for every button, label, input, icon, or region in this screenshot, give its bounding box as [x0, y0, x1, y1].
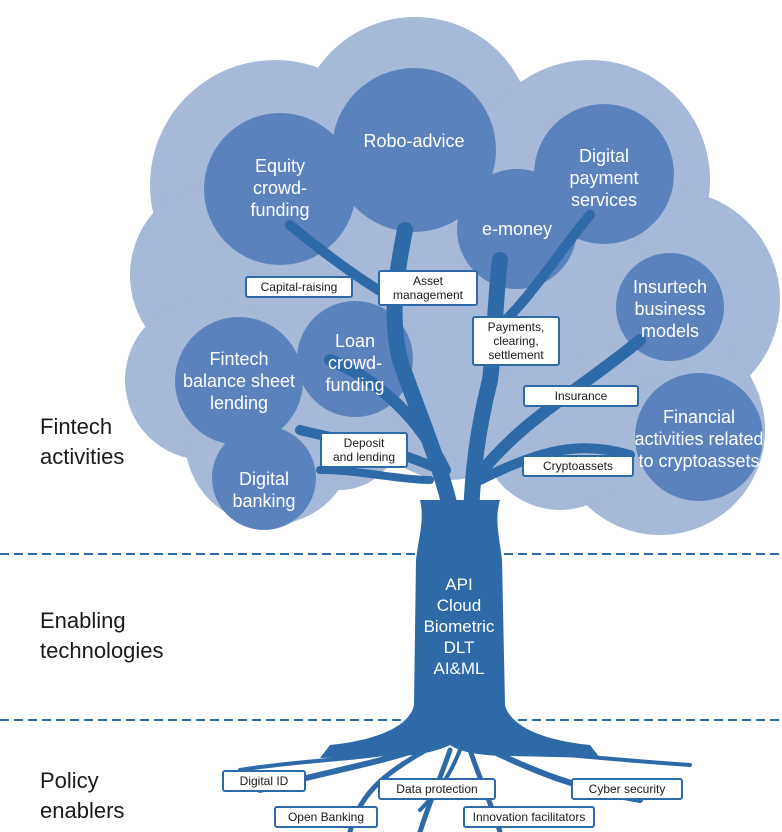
circle-crypto [635, 373, 763, 501]
label-deposit-lending: Deposit and lending [320, 432, 408, 468]
activity-crypto: Financial activities related to cryptoas… [634, 407, 764, 471]
tech-cloud: Cloud [436, 596, 482, 615]
tech-dlt: DLT [443, 638, 475, 657]
section-enabling-technologies: Enabling technologies [40, 608, 164, 663]
label-asset-management: Asset management [378, 270, 478, 306]
circle-equity [204, 113, 356, 265]
label-innovation-facilitators: Innovation facilitators [463, 806, 595, 828]
tech-api: API [445, 575, 473, 594]
tech-biometric: Biometric [423, 617, 495, 636]
section-policy-enablers: Policy enablers [40, 768, 125, 823]
activity-fintech-lending: Fintech balance sheet lending [182, 349, 296, 413]
activity-circles [175, 68, 763, 530]
circle-banking [212, 426, 316, 530]
technologies-list: API Cloud Biometric DLT AI&ML [404, 574, 514, 679]
label-data-protection: Data protection [378, 778, 496, 800]
circle-robo [332, 68, 496, 232]
label-digital-id: Digital ID [222, 770, 306, 792]
label-insurance: Insurance [523, 385, 639, 407]
activity-insurtech: Insurtech business models [632, 277, 708, 341]
activity-robo-advice: Robo-advice [363, 131, 465, 151]
activity-digital-payment-services: Digital payment services [569, 146, 639, 210]
label-cyber-security: Cyber security [571, 778, 683, 800]
activity-digital-banking: Digital banking [232, 469, 296, 511]
section-fintech-activities: Fintech activities [40, 414, 125, 469]
label-payments-clearing: Payments, clearing, settlement [472, 316, 560, 366]
label-open-banking: Open Banking [274, 806, 378, 828]
activity-e-money: e-money [481, 219, 553, 239]
label-cryptoassets: Cryptoassets [522, 455, 634, 477]
label-capital-raising: Capital-raising [245, 276, 353, 298]
activity-loan-crowdfunding: Loan crowd- funding [325, 331, 385, 395]
activity-equity-crowdfunding: Equity crowd- funding [250, 156, 310, 220]
circle-fintech-lending [175, 317, 303, 445]
tech-ai-ml: AI&ML [433, 659, 485, 678]
circle-insurtech [616, 253, 724, 361]
trunk [320, 500, 600, 758]
circle-emoney [457, 169, 577, 289]
